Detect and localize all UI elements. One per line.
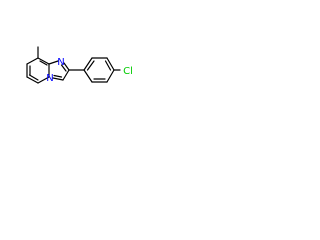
molecule-canvas: N N Cl: [0, 0, 152, 152]
bond-c5-c6: [26, 76, 39, 84]
atom-label-cl: Cl: [123, 66, 133, 77]
bond-c5-c6-inner: [28, 74, 39, 81]
bond-c3-n4-double: [53, 74, 63, 78]
bond-n4-c5: [37, 76, 50, 84]
bond-c3-n4: [52, 77, 64, 81]
bond-ph4-ph5: [106, 69, 115, 83]
bond-ph3-ph4-inner: [104, 60, 112, 71]
atom-label-n1: N: [57, 57, 64, 68]
background: [0, 0, 152, 152]
bond-c2-c3: [62, 69, 70, 81]
atom-label-n4: N: [46, 73, 53, 84]
bonds: [26, 46, 121, 84]
bond-c8a-n1: [48, 60, 59, 65]
bond-ph1-ph2: [83, 57, 93, 71]
structure-diagram: N N Cl: [0, 0, 152, 152]
bond-n1-c2: [63, 62, 70, 71]
bond-c8-c8a-inner: [39, 60, 48, 66]
bond-c7-c8: [26, 57, 39, 65]
bond-ph6-ph1: [83, 69, 93, 83]
bond-n1-c2-double: [60, 64, 67, 72]
bond-c8-c8a: [37, 57, 50, 65]
bond-ph3-ph4: [106, 57, 115, 71]
bond-ph1-ph2-inner: [86, 60, 95, 71]
